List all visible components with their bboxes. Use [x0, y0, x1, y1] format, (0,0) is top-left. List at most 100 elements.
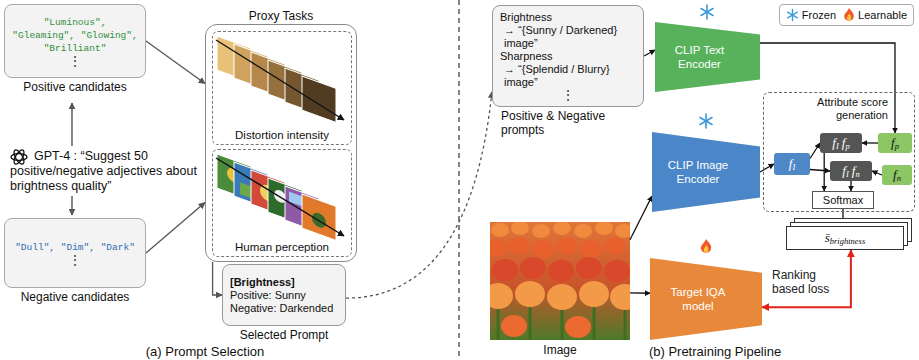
- node-text: Distortion intensity: [235, 128, 329, 142]
- frozen-icon: [700, 114, 712, 128]
- panel-caption: (b) Pretraining Pipeline: [630, 344, 800, 359]
- node-text: → “{Sunny / Darkened} image”: [500, 24, 636, 50]
- trapezoid-shape: [650, 258, 762, 340]
- tulip-photo: [490, 222, 630, 340]
- node-text: f: [891, 136, 895, 150]
- legend-text: Frozen: [802, 9, 836, 22]
- perception-arrow: [216, 158, 344, 236]
- node-text: s̄: [825, 231, 830, 245]
- node-text: I: [846, 170, 849, 179]
- node-text: f: [832, 136, 836, 150]
- input-image: Image: [490, 222, 630, 340]
- connector: [346, 92, 492, 298]
- connector: [213, 262, 222, 295]
- node-text: f: [789, 157, 793, 171]
- node-text: ⋮: [500, 89, 636, 101]
- panel-caption: (a) Prompt Selection: [130, 344, 280, 359]
- frozen-icon: [701, 5, 713, 19]
- score-stack: s̄brightness: [786, 226, 904, 250]
- node-caption: Attribute score generation: [804, 96, 888, 122]
- node-text: I: [792, 163, 795, 172]
- trapezoid-shape: [652, 132, 760, 212]
- node-text: "Luminous", "Gleaming", "Glowing", "Bril…: [11, 16, 139, 55]
- learnable-icon: [843, 8, 855, 22]
- prompt-box: Brightness→ “{Sunny / Darkened} image”Sh…: [492, 5, 644, 107]
- frozen-stroke: [787, 12, 797, 18]
- perception-stack: [217, 154, 336, 240]
- feature-box: fI: [774, 153, 810, 175]
- softmax-box: Softmax: [812, 191, 874, 209]
- learnable-icon: [701, 239, 711, 253]
- model-block: Target IQA model: [650, 258, 762, 340]
- frozen-icon: [786, 8, 799, 22]
- connector: [146, 203, 205, 254]
- feature-box: fn: [882, 165, 912, 185]
- node-text: Softmax: [823, 194, 863, 207]
- connector: [824, 153, 825, 191]
- node-text: → “{Splendid / Blurry} image”: [500, 63, 636, 89]
- node-caption: Image: [460, 343, 660, 357]
- distortion-stack: [217, 36, 336, 122]
- node-text: Human perception: [235, 240, 329, 254]
- node-text: "Dull", "Dim", "Dark": [15, 241, 135, 254]
- loss-connector: [762, 250, 851, 307]
- gpt-logo: [11, 148, 27, 165]
- trapezoid-fill: [650, 258, 762, 340]
- node-text: Brightness: [500, 11, 636, 24]
- node-text: Sharpness: [500, 50, 636, 63]
- divider: [458, 0, 459, 360]
- connector: [810, 170, 830, 172]
- proxy-panel: Proxy TasksDistortion intensityHuman per…: [205, 24, 357, 262]
- connector: [644, 50, 655, 56]
- prompt-box: [Brightness]Positive: SunnyNegative: Dar…: [222, 264, 346, 326]
- connector: [146, 41, 205, 84]
- connector: [630, 292, 650, 294]
- candidate-box: "Luminous", "Gleaming", "Glowing", "Bril…: [4, 4, 146, 78]
- node-text: n: [855, 170, 859, 179]
- node-text: CLIP Image Encoder: [658, 158, 738, 186]
- encoder-block: CLIP Text Encoder: [655, 22, 760, 92]
- node-caption: Negative candidates: [0, 290, 175, 304]
- node-text: f: [842, 164, 846, 178]
- node-caption: Selected Prompt: [193, 328, 375, 342]
- node-text: n: [897, 174, 901, 183]
- node-text: ⋮: [69, 55, 81, 67]
- node-text: f: [852, 164, 856, 178]
- node-text: CLIP Text Encoder: [661, 43, 738, 71]
- score-group: Attribute score generationfIfIfpfIfnfpfn…: [763, 92, 915, 212]
- connector: [872, 171, 882, 175]
- connector: [850, 181, 851, 191]
- connector: [810, 143, 820, 159]
- gpt-arrow: [71, 103, 72, 146]
- task-box: Distortion intensity: [212, 31, 352, 145]
- node-text: I: [836, 142, 839, 151]
- legend-box: Frozen Learnable: [779, 4, 914, 26]
- node-caption: Positive & Negative prompts: [501, 109, 641, 137]
- node-text: Negative: Darkended: [230, 302, 338, 315]
- candidate-box: "Dull", "Dim", "Dark"⋮Negative candidate…: [4, 218, 146, 288]
- task-box: Human perception: [212, 149, 352, 257]
- node-text: Positive: Sunny: [230, 289, 338, 302]
- prompt-query: GPT-4 : “Suggest 50 positive/negative ad…: [10, 149, 205, 194]
- node-caption: Positive candidates: [0, 80, 175, 94]
- node-text: p: [845, 142, 849, 151]
- node-text: p: [895, 142, 899, 151]
- flame-inner: [847, 14, 851, 21]
- encoder-block: CLIP Image Encoder: [652, 132, 760, 212]
- connector: [630, 196, 652, 240]
- node-text: Target IQA model: [656, 285, 740, 313]
- connector: [862, 142, 878, 143]
- node-text: brightness: [830, 237, 865, 246]
- gpt-arrow: [71, 196, 72, 215]
- product-box: fIfn: [830, 161, 872, 181]
- frozen-stroke: [787, 12, 797, 18]
- node-text: [Brightness]: [230, 276, 338, 289]
- node-caption: Proxy Tasks: [206, 9, 356, 23]
- trapezoid-fill: [655, 22, 760, 92]
- feature-box: fp: [878, 133, 912, 153]
- trapezoid-fill: [652, 132, 760, 212]
- edge-label: Ranking based loss: [772, 268, 838, 296]
- legend-text: Learnable: [858, 9, 907, 22]
- node-text: ⋮: [69, 254, 81, 266]
- node-text: f: [842, 136, 846, 150]
